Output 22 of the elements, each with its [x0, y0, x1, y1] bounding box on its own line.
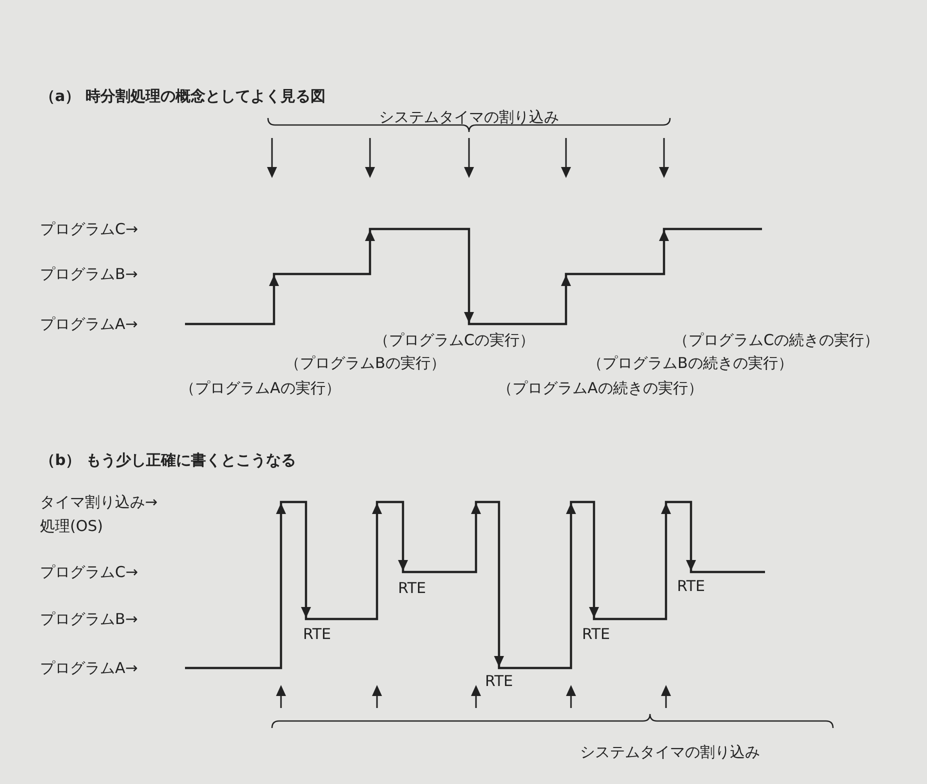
level-label: プログラムB→ [40, 265, 138, 283]
level-label: プログラムA→ [40, 659, 138, 677]
level-label: プログラムC→ [40, 220, 138, 238]
phase-label: （プログラムBの実行） [285, 354, 446, 372]
phase-label: （プログラムCの続きの実行） [674, 331, 879, 349]
rte-label: RTE [485, 672, 513, 690]
phase-label: （プログラムAの実行） [180, 379, 340, 397]
level-label: プログラムC→ [40, 563, 138, 581]
phase-label: （プログラムBの続きの実行） [588, 354, 793, 372]
brace-label: システムタイマの割り込み [580, 743, 760, 761]
rte-label: RTE [303, 625, 331, 643]
brace-label: システムタイマの割り込み [379, 108, 559, 126]
section-heading: （b） もう少し正確に書くとこうなる [40, 451, 296, 469]
level-label: タイマ割り込み→処理(OS) [40, 492, 159, 537]
phase-label: （プログラムAの続きの実行） [498, 379, 703, 397]
phase-label: （プログラムCの実行） [374, 331, 534, 349]
rte-label: RTE [582, 625, 610, 643]
rte-label: RTE [677, 577, 705, 595]
level-label: プログラムA→ [40, 315, 138, 333]
level-label: プログラムB→ [40, 610, 138, 628]
rte-label: RTE [398, 579, 426, 597]
section-heading: （a） 時分割処理の概念としてよく見る図 [40, 87, 326, 105]
